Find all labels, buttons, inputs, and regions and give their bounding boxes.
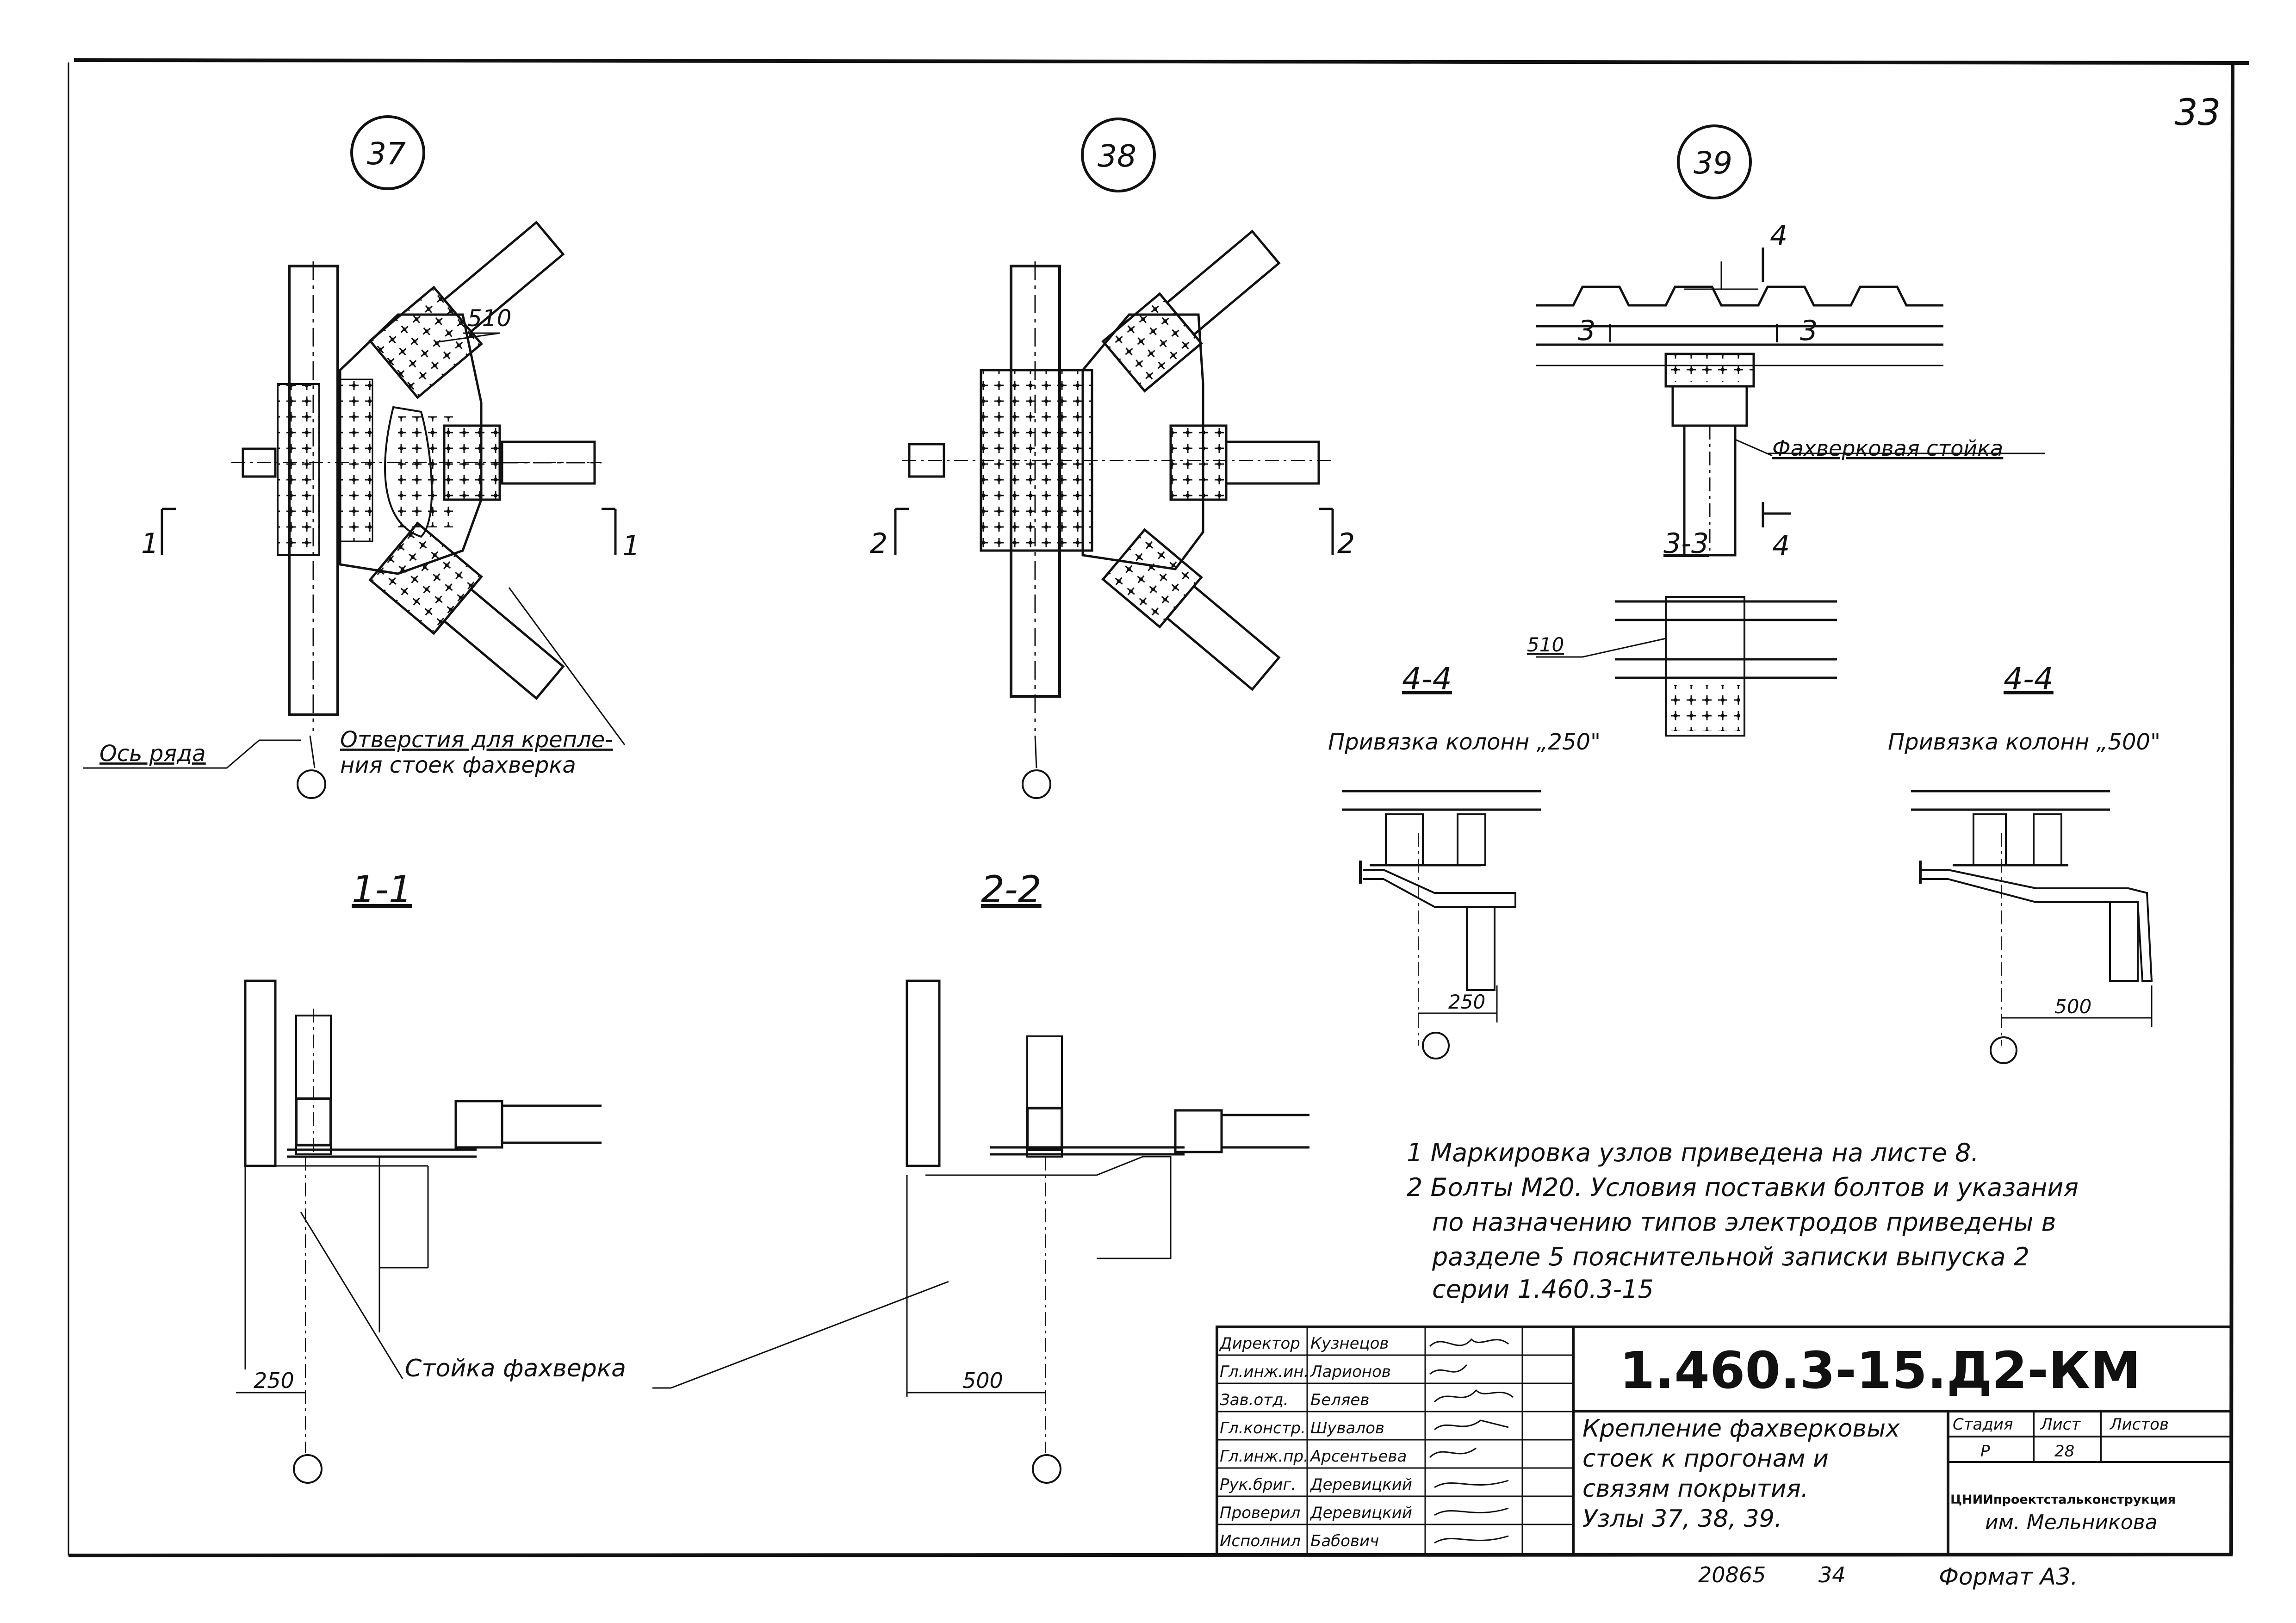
node-38-section-right: 2	[1337, 527, 1355, 560]
section-44a-title: 4-4	[1402, 661, 1452, 697]
section-11-dim: 250	[254, 1368, 294, 1393]
section-44b-dim: 500	[2054, 995, 2091, 1018]
section-44a-subtitle: Привязка колонн „250"	[1328, 729, 1601, 755]
role-5: Рук.бриг.	[1220, 1475, 1296, 1494]
note-2-line3: разделе 5 пояснительной записки выпуска …	[1432, 1242, 2029, 1271]
stage-value: Р	[1980, 1442, 1990, 1461]
section-44a-dim: 250	[1448, 991, 1485, 1013]
node-39-diagram	[1536, 124, 2045, 737]
description-line2: стоек к прогонам и	[1582, 1445, 1829, 1473]
axis-label: Ось ряда	[99, 741, 206, 767]
node-38-number: 38	[1098, 138, 1136, 174]
footer-format: Формат А3.	[1939, 1563, 2078, 1590]
node-37-section-right: 1	[622, 530, 640, 562]
org-line1: ЦНИИпроектстальконструкция	[1950, 1493, 2176, 1507]
role-2: Зав.отд.	[1220, 1391, 1288, 1409]
document-code: 1.460.3-15.Д2-КМ	[1620, 1341, 2141, 1400]
org-line2: им. Мельникова	[1985, 1511, 2158, 1534]
node-39-cut-top: 4	[1770, 220, 1787, 252]
note-2-line2: по назначению типов электродов приведены…	[1432, 1208, 2056, 1237]
node-39-cut-bottom: 4	[1772, 530, 1790, 562]
title-block-roles: Директор Кузнецов Гл.инж.ин. Ларионов За…	[1219, 1334, 1412, 1550]
post-label-sections: Стойка фахверка	[405, 1355, 626, 1382]
node-39-cut-right: 3	[1800, 315, 1818, 347]
note-2-line4: серии 1.460.3-15	[1432, 1275, 1654, 1304]
node-39-number: 39	[1694, 145, 1732, 181]
name-5: Деревицкий	[1309, 1475, 1412, 1494]
name-0: Кузнецов	[1310, 1334, 1389, 1353]
section-44b-subtitle: Привязка колонн „500"	[1888, 729, 2160, 755]
note-1: 1 Маркировка узлов приведена на листе 8.	[1407, 1138, 1979, 1167]
name-3: Шувалов	[1310, 1419, 1384, 1437]
node-37-plate-mark: 510	[467, 305, 511, 332]
name-4: Арсентьева	[1309, 1447, 1407, 1466]
section-22	[652, 979, 1309, 1484]
section-44-500	[1911, 790, 2153, 1064]
sheet-header: Лист	[2040, 1415, 2081, 1434]
description-line4: Узлы 37, 38, 39.	[1582, 1505, 1782, 1533]
post-label-39: Фахверковая стойка	[1772, 436, 2003, 461]
description-line1: Крепление фахверковых	[1582, 1415, 1900, 1443]
role-0: Директор	[1219, 1334, 1300, 1353]
signatures	[1429, 1338, 1514, 1544]
role-3: Гл.констр.	[1220, 1419, 1306, 1437]
section-33-title: 3-3	[1663, 527, 1709, 560]
section-22-dim: 500	[962, 1368, 1003, 1393]
role-7: Исполнил	[1220, 1532, 1301, 1550]
node-38-section-left: 2	[870, 527, 887, 560]
section-44b-title: 4-4	[2004, 661, 2054, 697]
sheets-header: Листов	[2109, 1415, 2169, 1434]
section-44-250	[1342, 790, 1541, 1059]
node-38-diagram	[894, 118, 1334, 799]
sheet-value: 28	[2054, 1442, 2074, 1461]
node-37-diagram	[83, 115, 626, 799]
title-block	[1216, 1326, 2233, 1556]
section-11	[236, 979, 602, 1484]
section-22-title: 2-2	[981, 868, 1042, 911]
footer-page: 34	[1818, 1562, 1846, 1587]
holes-label-line1: Отверстия для крепле-	[340, 727, 613, 753]
name-7: Бабович	[1310, 1532, 1379, 1550]
name-2: Беляев	[1310, 1391, 1369, 1409]
role-4: Гл.инж.пр.	[1220, 1447, 1309, 1466]
section-33-mark: 510	[1527, 633, 1564, 656]
role-6: Проверил	[1220, 1504, 1300, 1522]
sheet-corner-number: 33	[2175, 92, 2221, 134]
node-39-cut-left: 3	[1578, 315, 1595, 347]
description-line3: связям покрытия.	[1582, 1475, 1808, 1503]
node-37-section-left: 1	[141, 527, 159, 560]
name-1: Ларионов	[1309, 1363, 1391, 1381]
role-1: Гл.инж.ин.	[1220, 1363, 1309, 1381]
note-2: 2 Болты М20. Условия поставки болтов и у…	[1407, 1173, 2079, 1202]
holes-label-line2: ния стоек фахверка	[340, 752, 576, 778]
notes: 1 Маркировка узлов приведена на листе 8.…	[1407, 1138, 2079, 1304]
name-6: Деревицкий	[1309, 1504, 1412, 1522]
node-37-number: 37	[367, 136, 406, 172]
sheet-frame	[68, 58, 2249, 1557]
section-11-title: 1-1	[352, 868, 412, 911]
stage-header: Стадия	[1953, 1415, 2013, 1434]
footer-inv: 20865	[1698, 1562, 1766, 1587]
